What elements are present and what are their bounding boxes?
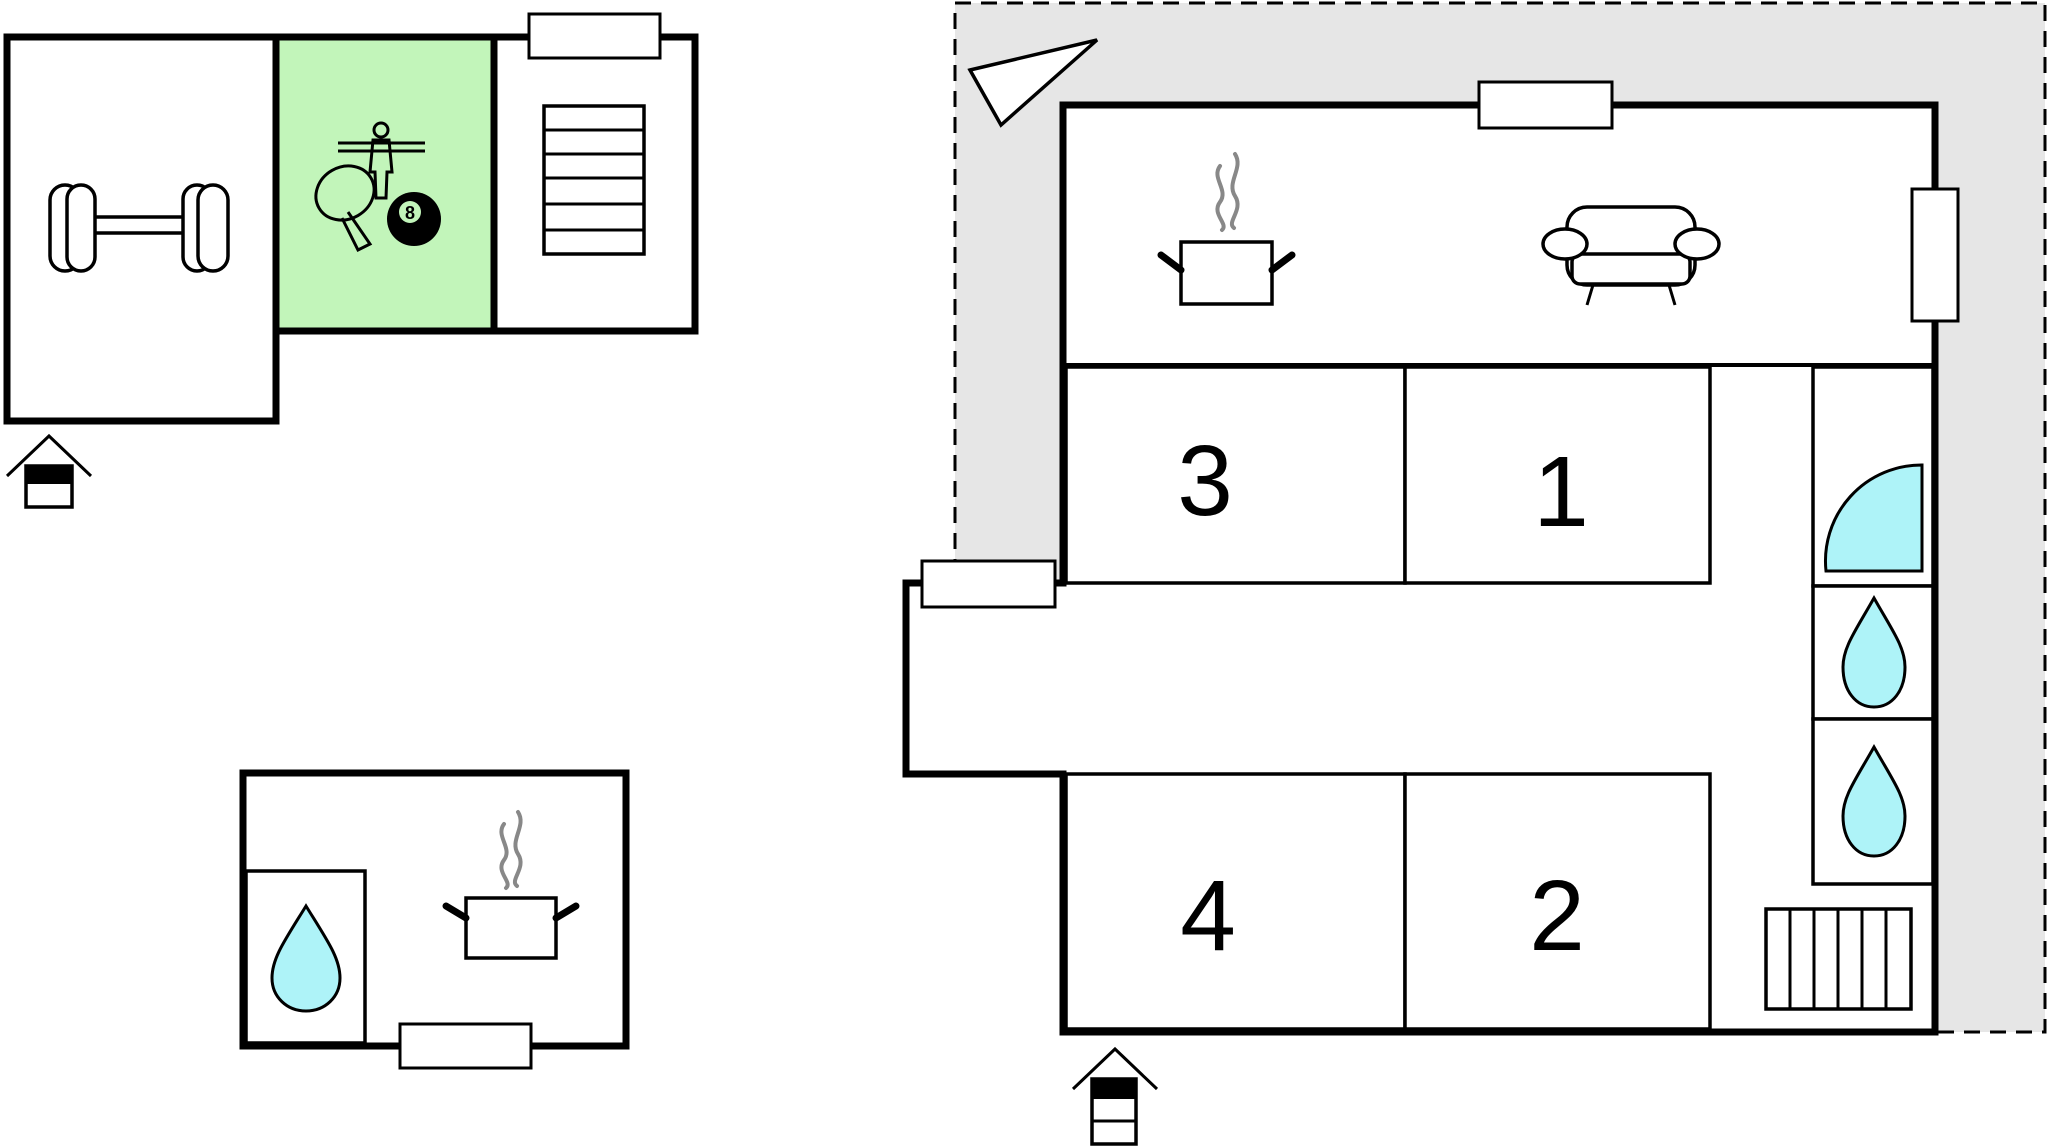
window bbox=[398, 1022, 533, 1070]
water-drop-icon bbox=[1841, 594, 1907, 709]
room-number: 4 bbox=[1180, 860, 1236, 972]
cooking-pot-icon bbox=[1157, 152, 1296, 306]
stairs-icon bbox=[542, 104, 646, 256]
window bbox=[527, 12, 662, 60]
window bbox=[1910, 187, 1960, 323]
shower-icon bbox=[1823, 463, 1924, 573]
annex-building-top: 8 bbox=[3, 12, 699, 509]
compass-arrow-icon bbox=[967, 38, 1099, 128]
window bbox=[920, 559, 1057, 609]
ping-pong-paddle-icon bbox=[314, 164, 376, 253]
water-drop-icon bbox=[270, 903, 342, 1013]
room-number: 2 bbox=[1529, 860, 1585, 972]
annex-building-bottom bbox=[239, 769, 630, 1070]
dumbbell-icon bbox=[48, 183, 230, 273]
billiard-ball-icon: 8 bbox=[387, 192, 441, 246]
entrance-icon bbox=[1071, 1046, 1159, 1146]
billiard-ball-number: 8 bbox=[405, 203, 415, 223]
radiator-icon bbox=[1764, 907, 1913, 1011]
bedroom-2: 2 bbox=[1403, 772, 1712, 1031]
room-number: 1 bbox=[1533, 436, 1589, 548]
sofa-icon bbox=[1541, 205, 1721, 306]
room-number: 3 bbox=[1177, 425, 1233, 537]
water-drop-icon bbox=[1841, 743, 1907, 858]
games-room bbox=[272, 33, 498, 335]
main-building: 3 1 4 2 bbox=[902, 1, 2047, 1146]
window bbox=[1477, 80, 1614, 130]
bedroom-1: 1 bbox=[1403, 365, 1712, 585]
cooking-pot-icon bbox=[442, 810, 580, 960]
bedroom-3: 3 bbox=[1064, 365, 1407, 585]
table-football-player-icon bbox=[338, 121, 425, 200]
entrance-icon bbox=[5, 433, 93, 509]
annex-bathroom bbox=[244, 869, 367, 1045]
bedroom-4: 4 bbox=[1064, 772, 1407, 1031]
